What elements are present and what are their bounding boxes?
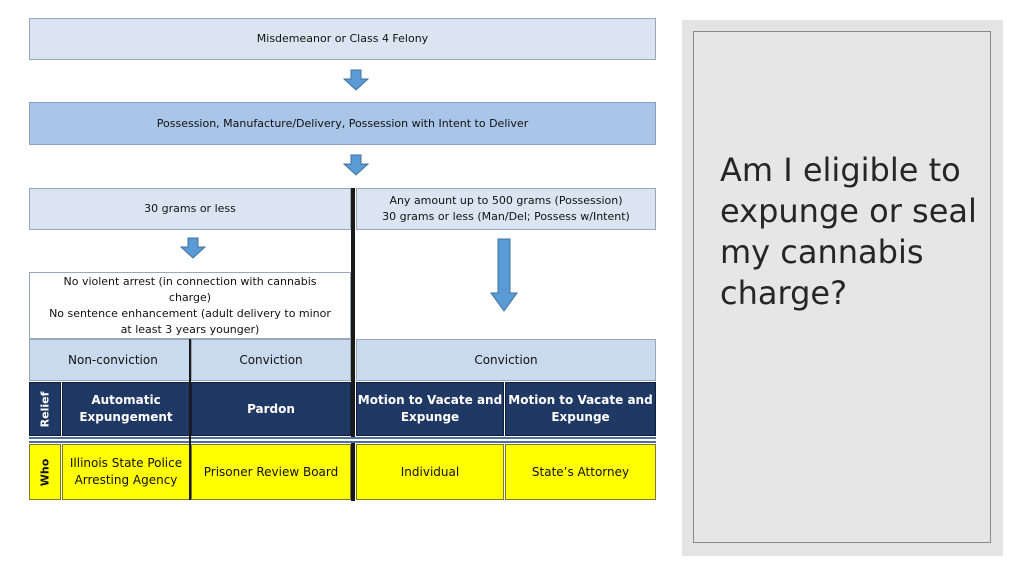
- relief-cell: Motion to Vacate and Expunge: [505, 382, 656, 436]
- header-label: Non-conviction: [68, 352, 158, 367]
- relief-text: Automatic Expungement: [79, 393, 173, 424]
- right-amount-box: Any amount up to 500 grams (Possession) …: [356, 188, 656, 230]
- who-cell: State’s Attorney: [505, 444, 656, 500]
- column-divider: [351, 188, 355, 438]
- who-row-label: Who: [29, 444, 61, 500]
- down-arrow-icon: [180, 237, 206, 259]
- left-amount-box: 30 grams or less: [29, 188, 351, 230]
- relief-row-label: Relief: [29, 382, 61, 436]
- title-panel-frame: Am I eligible to expunge or seal my cann…: [693, 31, 991, 543]
- who-text: State’s Attorney: [531, 464, 630, 479]
- activity-box: Possession, Manufacture/Delivery, Posses…: [29, 102, 656, 145]
- who-text: Illinois State Police: [69, 456, 183, 470]
- right-amount-line: Any amount up to 500 grams (Possession): [389, 194, 623, 207]
- relief-text: Motion to Vacate and Expunge: [357, 393, 503, 424]
- condition-line: at least 3 years younger): [120, 322, 260, 336]
- header-label: Conviction: [239, 352, 303, 367]
- activity-text: Possession, Manufacture/Delivery, Posses…: [156, 116, 529, 130]
- who-label: Who: [38, 458, 52, 486]
- header-conviction: Conviction: [356, 339, 656, 381]
- offense-box: Misdemeanor or Class 4 Felony: [29, 18, 656, 60]
- who-cell: Individual: [356, 444, 504, 500]
- left-amount-text: 30 grams or less: [144, 202, 236, 215]
- header-label: Conviction: [474, 352, 538, 367]
- condition-line: charge): [168, 290, 212, 304]
- long-down-arrow-icon: [490, 238, 518, 312]
- header-conviction: Conviction: [191, 339, 351, 381]
- who-cell: Illinois State Police Arresting Agency: [62, 444, 190, 500]
- relief-cell: Motion to Vacate and Expunge: [356, 382, 504, 436]
- condition-line: No sentence enhancement (adult delivery …: [49, 306, 331, 320]
- relief-cell: Automatic Expungement: [62, 382, 190, 436]
- offense-text: Misdemeanor or Class 4 Felony: [256, 32, 429, 45]
- title-panel: Am I eligible to expunge or seal my cann…: [682, 20, 1003, 556]
- conditions-box: No violent arrest (in connection with ca…: [29, 272, 351, 339]
- condition-line: No violent arrest (in connection with ca…: [63, 274, 317, 288]
- column-separator: [189, 339, 191, 500]
- eligibility-question: Am I eligible to expunge or seal my cann…: [720, 151, 977, 312]
- relief-label: Relief: [38, 391, 52, 427]
- who-cell: Prisoner Review Board: [191, 444, 351, 500]
- row-separator: [29, 441, 656, 443]
- who-text: Individual: [400, 464, 460, 479]
- header-non-conviction: Non-conviction: [29, 339, 190, 381]
- relief-text: Motion to Vacate and Expunge: [508, 393, 653, 424]
- down-arrow-icon: [343, 69, 369, 91]
- down-arrow-icon: [343, 154, 369, 176]
- who-text: Prisoner Review Board: [203, 464, 339, 479]
- relief-cell: Pardon: [191, 382, 351, 436]
- who-text: Arresting Agency: [74, 473, 178, 487]
- column-divider: [351, 443, 355, 501]
- relief-text: Pardon: [247, 401, 295, 416]
- row-separator: [29, 437, 656, 439]
- right-amount-line: 30 grams or less (Man/Del; Possess w/Int…: [382, 210, 630, 223]
